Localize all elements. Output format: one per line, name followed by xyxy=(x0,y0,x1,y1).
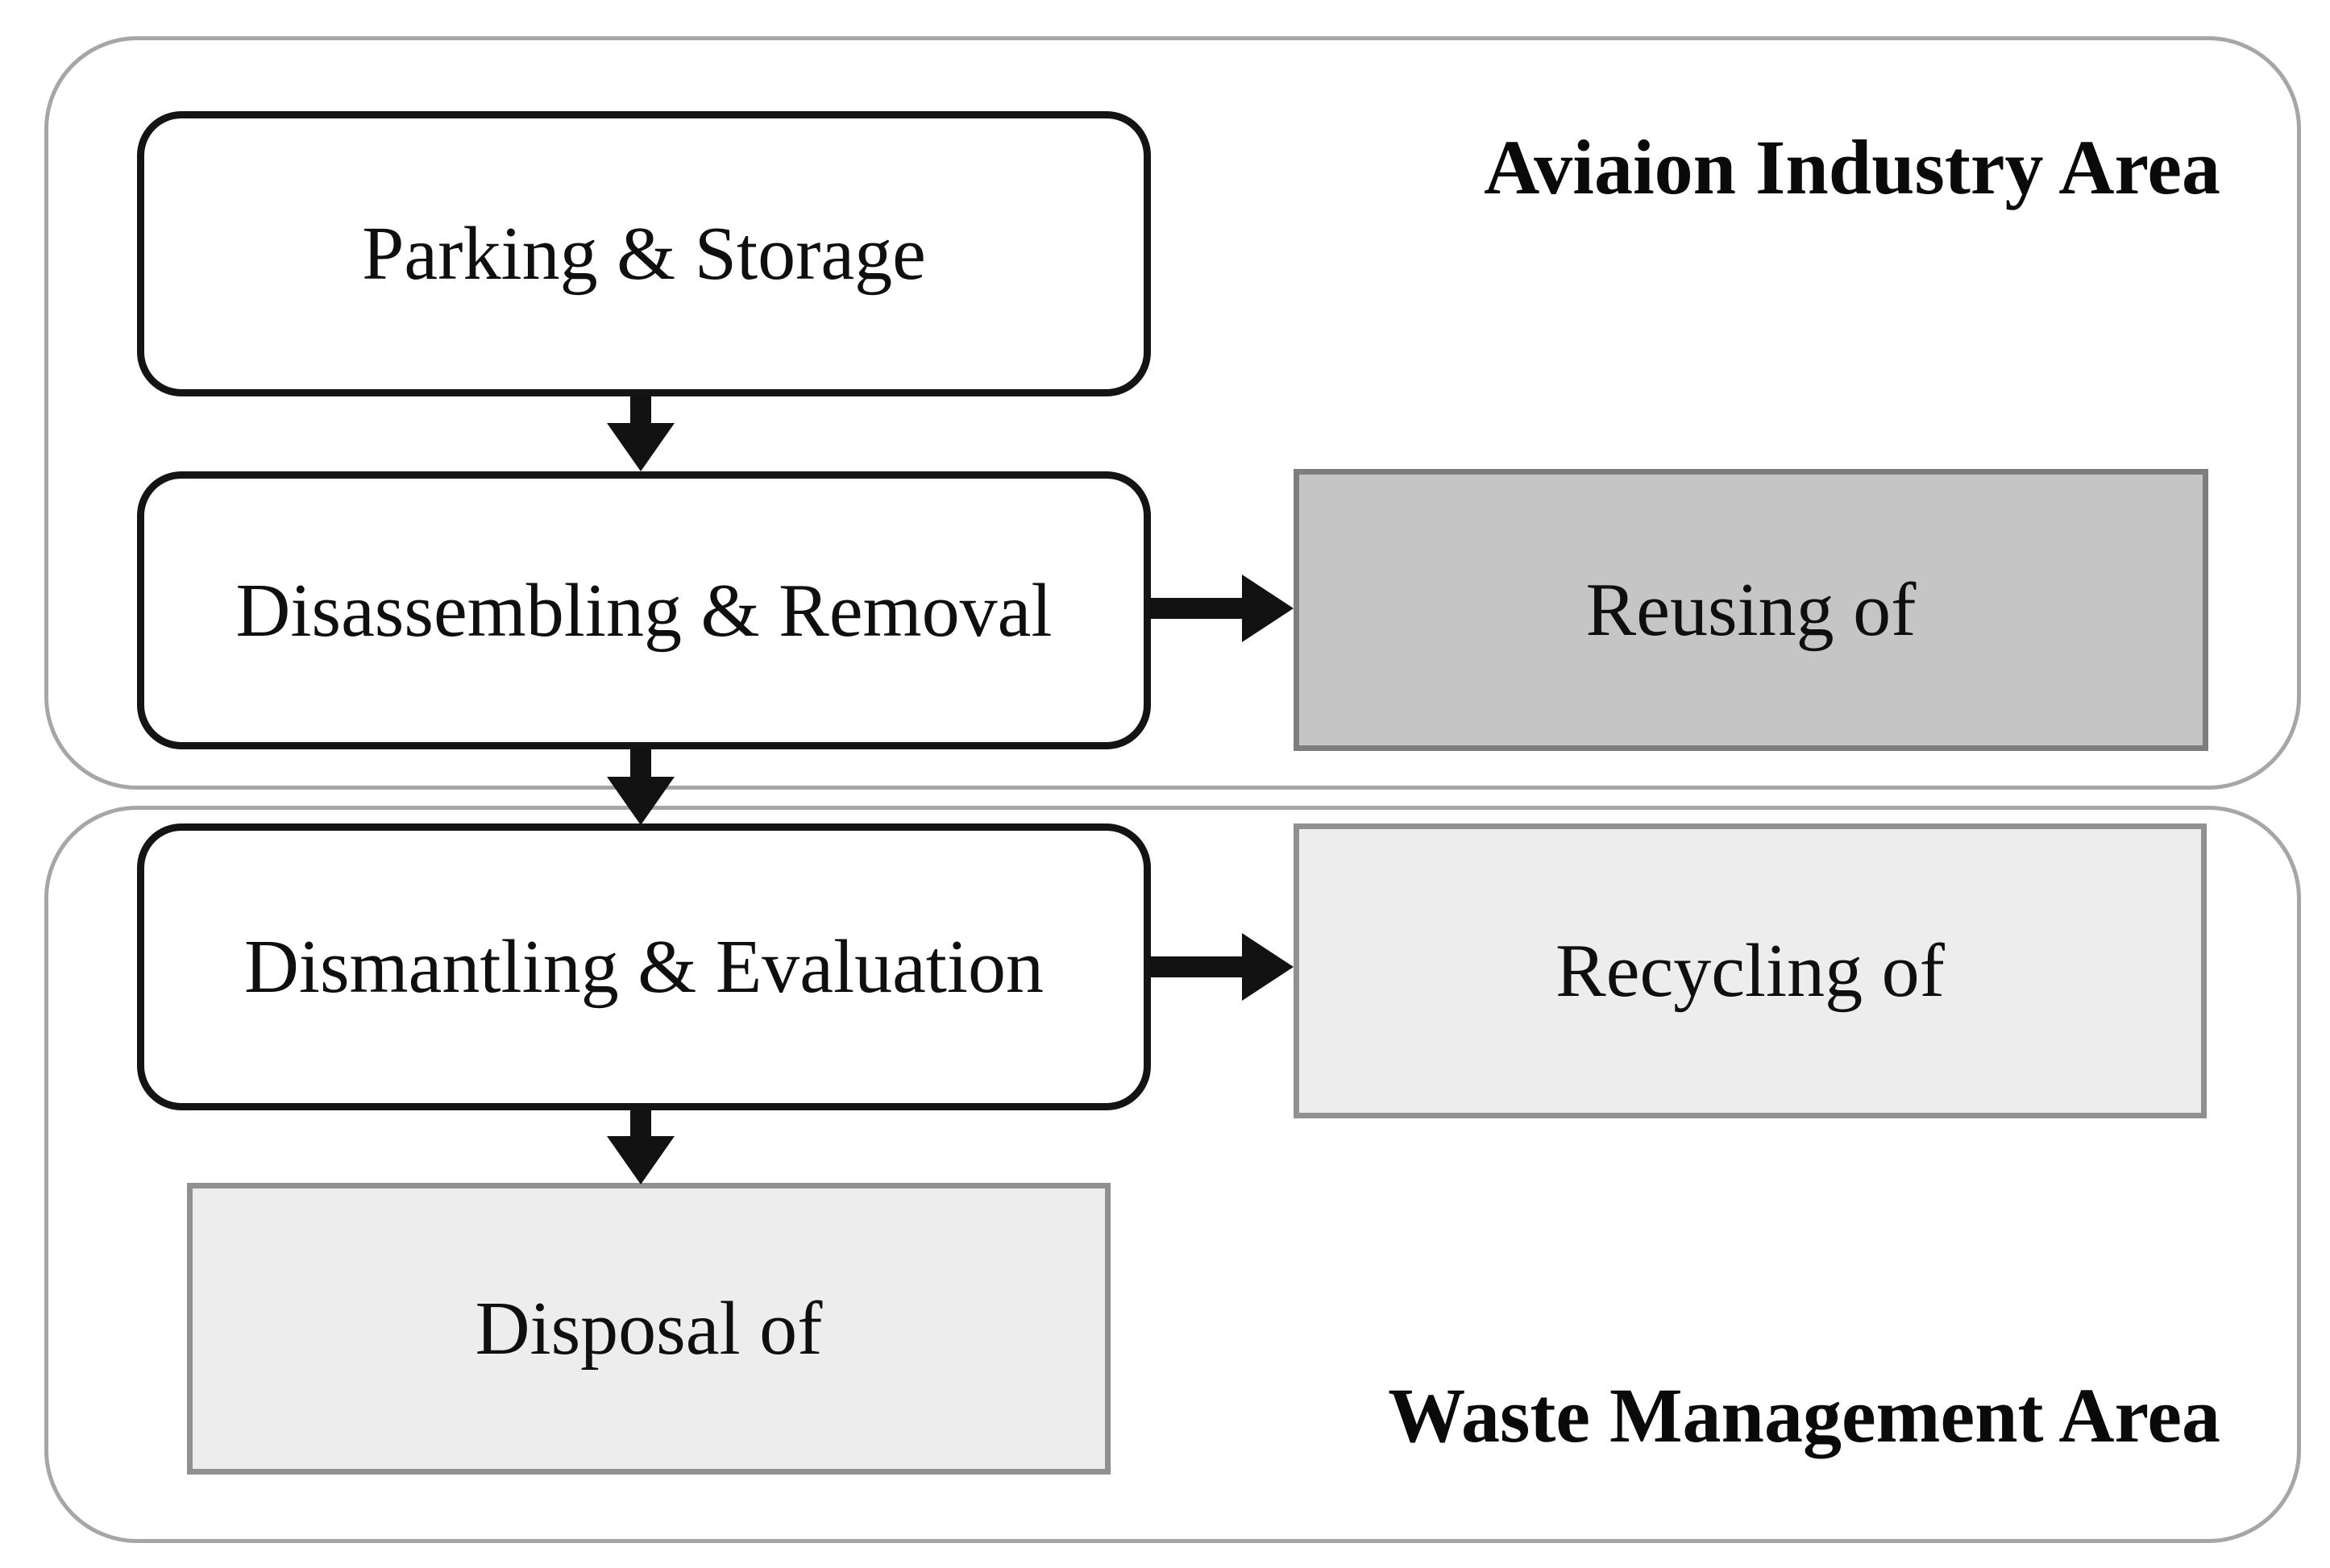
arrow-head xyxy=(607,1136,675,1184)
waste-management-area-title: Waste Management Area xyxy=(1388,1372,2220,1458)
arrow-head xyxy=(1242,933,1294,1001)
arrow-stem xyxy=(1148,598,1245,619)
node-disposal-of: Disposal of xyxy=(187,1183,1111,1475)
arrow-head xyxy=(1242,575,1294,642)
node-dismantling-evaluation-label: Dismantling & Evaluation xyxy=(243,925,1045,1009)
arrow-stem xyxy=(630,395,651,427)
aviation-industry-area: Aviaion Industry Area xyxy=(44,36,2301,790)
arrow-stem xyxy=(630,1109,651,1140)
arrow-stem xyxy=(1148,956,1245,977)
arrow-head xyxy=(607,423,675,471)
waste-management-area: Waste Management Area xyxy=(44,806,2301,1543)
node-reusing-of-label: Reusing of xyxy=(1585,568,1917,652)
arrow-down-icon-disassembling-to-dismantling xyxy=(607,748,675,825)
arrow-down-icon-dismantling-to-disposal xyxy=(607,1109,675,1184)
node-recycling-of: Recycling of xyxy=(1294,823,2207,1118)
node-parking-storage-label: Parking & Storage xyxy=(362,212,926,296)
arrow-down-icon-parking-to-disassembling xyxy=(607,395,675,471)
arrow-stem xyxy=(630,748,651,781)
node-disassembling-removal: Disassembling & Removal xyxy=(137,471,1151,749)
aviation-industry-area-title: Aviaion Industry Area xyxy=(1484,124,2220,210)
arrow-right-icon-dismantling-to-recycling xyxy=(1148,933,1294,1001)
node-recycling-of-label: Recycling of xyxy=(1555,929,1945,1013)
node-disassembling-removal-label: Disassembling & Removal xyxy=(235,568,1053,653)
node-dismantling-evaluation: Dismantling & Evaluation xyxy=(137,823,1151,1110)
node-disposal-of-label: Disposal of xyxy=(475,1287,823,1371)
arrow-head xyxy=(607,777,675,825)
arrow-right-icon-disassembling-to-reusing xyxy=(1148,575,1294,642)
node-reusing-of: Reusing of xyxy=(1294,469,2208,751)
node-parking-storage: Parking & Storage xyxy=(137,111,1151,396)
